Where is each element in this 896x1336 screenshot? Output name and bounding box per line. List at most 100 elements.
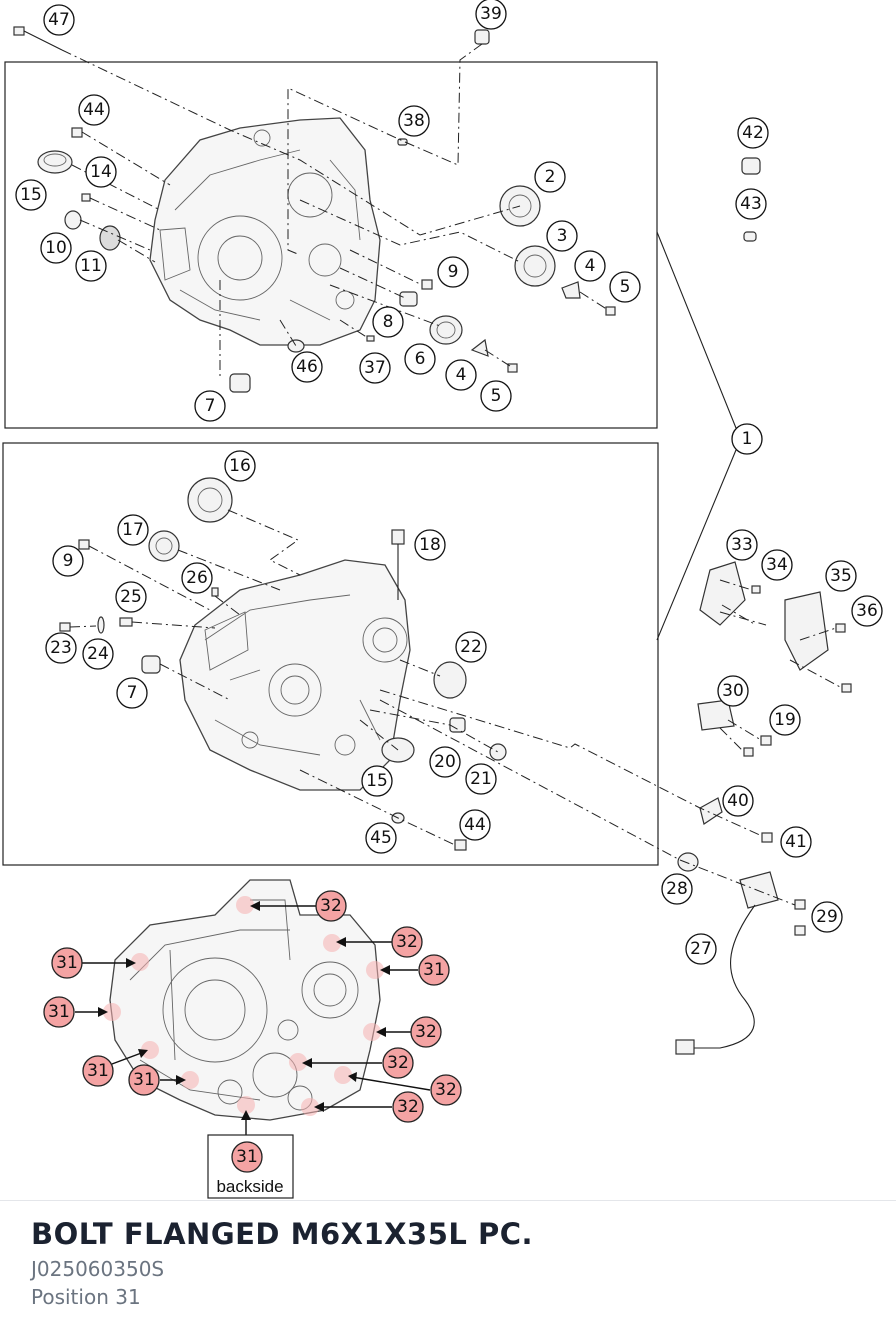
callout-41[interactable]: 41 <box>780 826 812 858</box>
bolt-callout-32[interactable]: 32 <box>391 926 423 958</box>
callout-42[interactable]: 42 <box>737 117 769 149</box>
bolt-callout-32[interactable]: 32 <box>315 890 347 922</box>
part-position: Position 31 <box>31 1285 141 1309</box>
svg-text:23: 23 <box>50 638 72 658</box>
part-title: BOLT FLANGED M6X1X35L PC. <box>31 1217 534 1251</box>
callout-16[interactable]: 16 <box>224 450 256 482</box>
svg-text:5: 5 <box>491 386 502 406</box>
callout-25[interactable]: 25 <box>115 581 147 613</box>
bolt-callout-32[interactable]: 32 <box>392 1091 424 1123</box>
bolt-callout-31[interactable]: 31 <box>418 954 450 986</box>
svg-text:31: 31 <box>236 1147 258 1167</box>
svg-text:32: 32 <box>435 1080 457 1100</box>
svg-text:36: 36 <box>856 601 878 621</box>
svg-text:4: 4 <box>456 365 467 385</box>
svg-text:27: 27 <box>690 939 712 959</box>
bolt-callout-31[interactable]: 31 <box>51 947 83 979</box>
bolt-callout-31-backside[interactable]: 31 <box>231 1141 263 1173</box>
part-info-panel: BOLT FLANGED M6X1X35L PC. J025060350S Po… <box>0 1200 896 1336</box>
callout-21[interactable]: 21 <box>465 763 497 795</box>
callout-17[interactable]: 17 <box>117 514 149 546</box>
svg-text:41: 41 <box>785 832 807 852</box>
svg-text:32: 32 <box>320 896 342 916</box>
callout-34[interactable]: 34 <box>761 549 793 581</box>
callout-45[interactable]: 45 <box>365 822 397 854</box>
leader-lines <box>61 43 843 906</box>
svg-text:6: 6 <box>415 349 426 369</box>
callout-4b[interactable]: 4 <box>445 359 477 391</box>
callout-43[interactable]: 43 <box>735 188 767 220</box>
callout-29[interactable]: 29 <box>811 901 843 933</box>
callout-2[interactable]: 2 <box>534 161 566 193</box>
callout-39[interactable]: 39 <box>475 0 507 30</box>
bolt-callout-32[interactable]: 32 <box>382 1047 414 1079</box>
bolt-callout-31[interactable]: 31 <box>82 1055 114 1087</box>
callout-15b[interactable]: 15 <box>361 765 393 797</box>
leader-to-callout-1 <box>656 231 737 641</box>
callout-23[interactable]: 23 <box>45 632 77 664</box>
svg-text:24: 24 <box>87 644 109 664</box>
callout-33[interactable]: 33 <box>726 529 758 561</box>
callout-37[interactable]: 37 <box>359 352 391 384</box>
callout-22[interactable]: 22 <box>455 631 487 663</box>
svg-text:8: 8 <box>383 312 394 332</box>
svg-text:44: 44 <box>464 815 486 835</box>
callout-5[interactable]: 5 <box>609 271 641 303</box>
svg-text:17: 17 <box>122 520 144 540</box>
svg-text:28: 28 <box>666 879 688 899</box>
callout-47[interactable]: 47 <box>43 4 75 36</box>
callout-7b[interactable]: 7 <box>116 677 148 709</box>
callout-24[interactable]: 24 <box>82 638 114 670</box>
lower-assembly-frame <box>2 442 659 866</box>
svg-text:10: 10 <box>45 238 67 258</box>
callout-9[interactable]: 9 <box>437 256 469 288</box>
svg-text:20: 20 <box>434 752 456 772</box>
callout-10[interactable]: 10 <box>40 232 72 264</box>
callout-44[interactable]: 44 <box>78 94 110 126</box>
callout-8[interactable]: 8 <box>372 306 404 338</box>
bolt-callout-31[interactable]: 31 <box>128 1064 160 1096</box>
callout-28[interactable]: 28 <box>661 873 693 905</box>
svg-text:19: 19 <box>774 710 796 730</box>
backside-label: backside <box>216 1177 283 1196</box>
svg-text:16: 16 <box>229 456 251 476</box>
svg-text:4: 4 <box>585 256 596 276</box>
callout-6[interactable]: 6 <box>404 343 436 375</box>
callout-35[interactable]: 35 <box>825 560 857 592</box>
svg-text:40: 40 <box>727 791 749 811</box>
svg-text:45: 45 <box>370 828 392 848</box>
svg-text:31: 31 <box>48 1002 70 1022</box>
callout-18[interactable]: 18 <box>414 529 446 561</box>
svg-text:32: 32 <box>415 1022 437 1042</box>
callout-5b[interactable]: 5 <box>480 380 512 412</box>
callout-40[interactable]: 40 <box>722 785 754 817</box>
callout-26[interactable]: 26 <box>181 562 213 594</box>
callout-44b[interactable]: 44 <box>459 809 491 841</box>
callout-20[interactable]: 20 <box>429 746 461 778</box>
svg-text:9: 9 <box>448 262 459 282</box>
svg-text:38: 38 <box>403 111 425 131</box>
callout-7[interactable]: 7 <box>194 390 226 422</box>
callout-46[interactable]: 46 <box>291 351 323 383</box>
callout-1[interactable]: 1 <box>731 423 763 455</box>
callout-19[interactable]: 19 <box>769 704 801 736</box>
svg-text:31: 31 <box>133 1070 155 1090</box>
callout-11[interactable]: 11 <box>75 250 107 282</box>
bolt-callout-31[interactable]: 31 <box>43 996 75 1028</box>
svg-text:34: 34 <box>766 555 788 575</box>
svg-text:1: 1 <box>742 429 753 449</box>
callout-14[interactable]: 14 <box>85 156 117 188</box>
callout-38[interactable]: 38 <box>398 105 430 137</box>
bolt-callout-32[interactable]: 32 <box>410 1016 442 1048</box>
callout-30[interactable]: 30 <box>717 675 749 707</box>
callout-27[interactable]: 27 <box>685 933 717 965</box>
svg-text:29: 29 <box>816 907 838 927</box>
svg-text:47: 47 <box>48 10 70 30</box>
callout-15[interactable]: 15 <box>15 179 47 211</box>
callout-36[interactable]: 36 <box>851 595 883 627</box>
bolt-callout-32[interactable]: 32 <box>430 1074 462 1106</box>
svg-text:3: 3 <box>557 226 568 246</box>
callout-3[interactable]: 3 <box>546 220 578 252</box>
callout-4[interactable]: 4 <box>574 250 606 282</box>
callout-9b[interactable]: 9 <box>52 545 84 577</box>
